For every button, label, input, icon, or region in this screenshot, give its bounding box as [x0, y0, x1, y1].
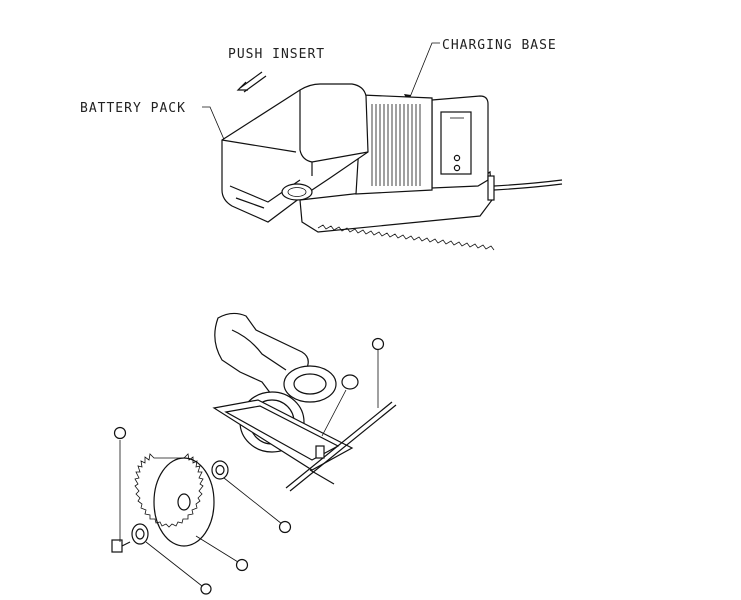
callout-5 — [196, 536, 248, 571]
label-battery-pack: BATTERY PACK — [80, 101, 186, 116]
label-charging-base: CHARGING BASE — [442, 38, 557, 53]
callout-6 — [146, 542, 211, 594]
label-push-insert: PUSH INSERT — [228, 47, 325, 62]
inner-washer — [212, 461, 228, 479]
push-arrow-icon — [238, 72, 266, 92]
callout-1 — [373, 339, 384, 409]
callout-3 — [115, 428, 126, 543]
callout-4 — [224, 478, 291, 533]
outer-washer — [132, 524, 148, 544]
blade-bolt — [112, 540, 130, 552]
circular-saw — [214, 313, 396, 491]
leader-charging-base — [408, 43, 440, 102]
